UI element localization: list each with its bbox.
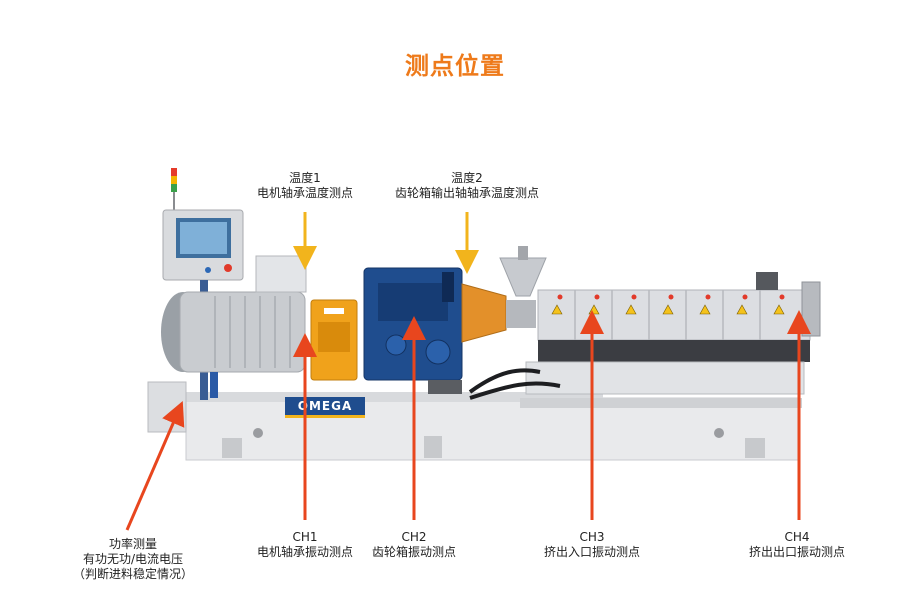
- base-bolt: [714, 428, 724, 438]
- temp2-desc: 齿轮箱输出轴轴承温度测点: [394, 186, 539, 200]
- ch1-name: CH1: [292, 530, 318, 544]
- motor-support: [210, 372, 218, 398]
- hose: [468, 368, 541, 394]
- hopper-motor: [518, 246, 528, 260]
- power-label: 功率测量 有功无功/电流电压 （判断进料稳定情况）: [58, 537, 208, 582]
- ch1-desc: 电机轴承振动测点: [256, 545, 353, 559]
- adapter-flange: [461, 283, 507, 343]
- base-foot: [745, 438, 765, 458]
- gearbox-top: [378, 283, 448, 321]
- ch4-label: CH4 挤出出口振动测点: [732, 530, 862, 560]
- barrel-support-frame: [525, 361, 805, 395]
- barrel-section-dividers: [574, 290, 761, 340]
- power-line3: （判断进料稳定情况）: [72, 567, 193, 581]
- hmi-display: [180, 222, 227, 254]
- page-title: 测点位置: [405, 52, 505, 80]
- temp1-desc: 电机轴承温度测点: [256, 186, 353, 200]
- temp1-name: 温度1: [289, 171, 321, 185]
- ch1-label: CH1 电机轴承振动测点: [240, 530, 370, 560]
- panel-button: [205, 267, 211, 273]
- heater-indicator-icons: [557, 294, 785, 300]
- base-top-left: [185, 392, 603, 402]
- ch4-desc: 挤出出口振动测点: [748, 545, 845, 559]
- gearbox-bracket: [442, 272, 454, 302]
- motor-fins: [214, 296, 291, 368]
- cooling-manifold: [538, 340, 810, 362]
- motor-body: [179, 291, 306, 373]
- ch3-desc: 挤出入口振动测点: [543, 545, 640, 559]
- hose: [469, 381, 561, 400]
- signal-pole: [173, 192, 175, 212]
- vent-port: [756, 272, 778, 290]
- signal-light-green: [171, 184, 177, 192]
- temp2-name: 温度2: [451, 171, 483, 185]
- coupling-label-plate: [324, 308, 344, 314]
- signal-light-yellow: [171, 176, 177, 184]
- base-bolt: [253, 428, 263, 438]
- ch2-desc: 齿轮箱振动测点: [371, 545, 456, 559]
- warning-label-icons: [551, 304, 785, 315]
- gearbox-shaft: [425, 339, 451, 365]
- ch2-name: CH2: [401, 530, 427, 544]
- gearbox-shaft: [385, 334, 407, 356]
- ch4-name: CH4: [784, 530, 810, 544]
- power-arrow: [125, 400, 185, 531]
- base-top-right: [520, 398, 802, 408]
- base-foot: [222, 438, 242, 458]
- temp2-label: 温度2 齿轮箱输出轴轴承温度测点: [377, 171, 557, 201]
- omega-logo-text: OMEGA: [297, 399, 353, 413]
- signal-light-red: [171, 168, 177, 176]
- ch3-label: CH3 挤出入口振动测点: [527, 530, 657, 560]
- power-line2: 有功无功/电流电压: [82, 552, 184, 566]
- power-line1: 功率测量: [108, 537, 157, 551]
- ch2-label: CH2 齿轮箱振动测点: [352, 530, 476, 560]
- temp1-label: 温度1 电机轴承温度测点: [235, 171, 375, 201]
- gearbox-plate: [428, 380, 462, 394]
- feed-throat: [506, 300, 536, 328]
- feed-hopper: [499, 257, 547, 297]
- base-foot: [424, 436, 442, 458]
- coupling-window: [318, 322, 350, 352]
- estop-button: [224, 264, 232, 272]
- ch3-name: CH3: [579, 530, 605, 544]
